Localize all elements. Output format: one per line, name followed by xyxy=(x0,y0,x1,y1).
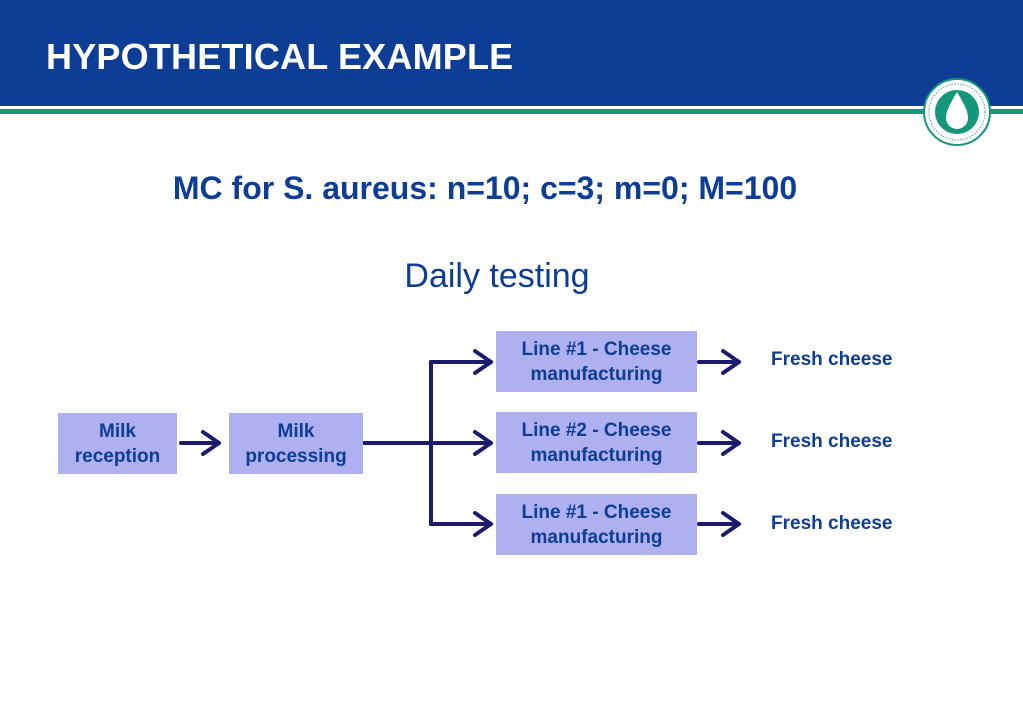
output-label-2: Fresh cheese xyxy=(771,431,893,452)
milk-reception-box: Milk reception xyxy=(58,413,177,474)
line-box-1: Line #1 - Cheese manufacturing xyxy=(496,331,697,392)
line-label-2: Line #2 - Cheese manufacturing xyxy=(521,419,672,466)
page-title: HYPOTHETICAL EXAMPLE xyxy=(46,36,514,77)
fil-idf-logo xyxy=(923,78,991,146)
header-bar: HYPOTHETICAL EXAMPLE xyxy=(0,0,1023,106)
line-label-3: Line #1 - Cheese manufacturing xyxy=(521,501,672,548)
line-label-1: Line #1 - Cheese manufacturing xyxy=(521,338,672,385)
milk-processing-label: Milk processing xyxy=(245,420,347,467)
milk-reception-label: Milk reception xyxy=(74,420,161,467)
header-accent-stripe xyxy=(0,109,1023,114)
line-box-2: Line #2 - Cheese manufacturing xyxy=(496,412,697,473)
milk-processing-box: Milk processing xyxy=(229,413,363,474)
line-box-3: Line #1 - Cheese manufacturing xyxy=(496,494,697,555)
header-divider xyxy=(0,106,1023,109)
output-label-1: Fresh cheese xyxy=(771,349,893,370)
branch-connector xyxy=(362,360,433,526)
criteria-title: MC for S. aureus: n=10; c=3; m=0; M=100 xyxy=(172,170,798,206)
testing-label: Daily testing xyxy=(404,257,590,295)
output-label-3: Fresh cheese xyxy=(771,513,893,534)
